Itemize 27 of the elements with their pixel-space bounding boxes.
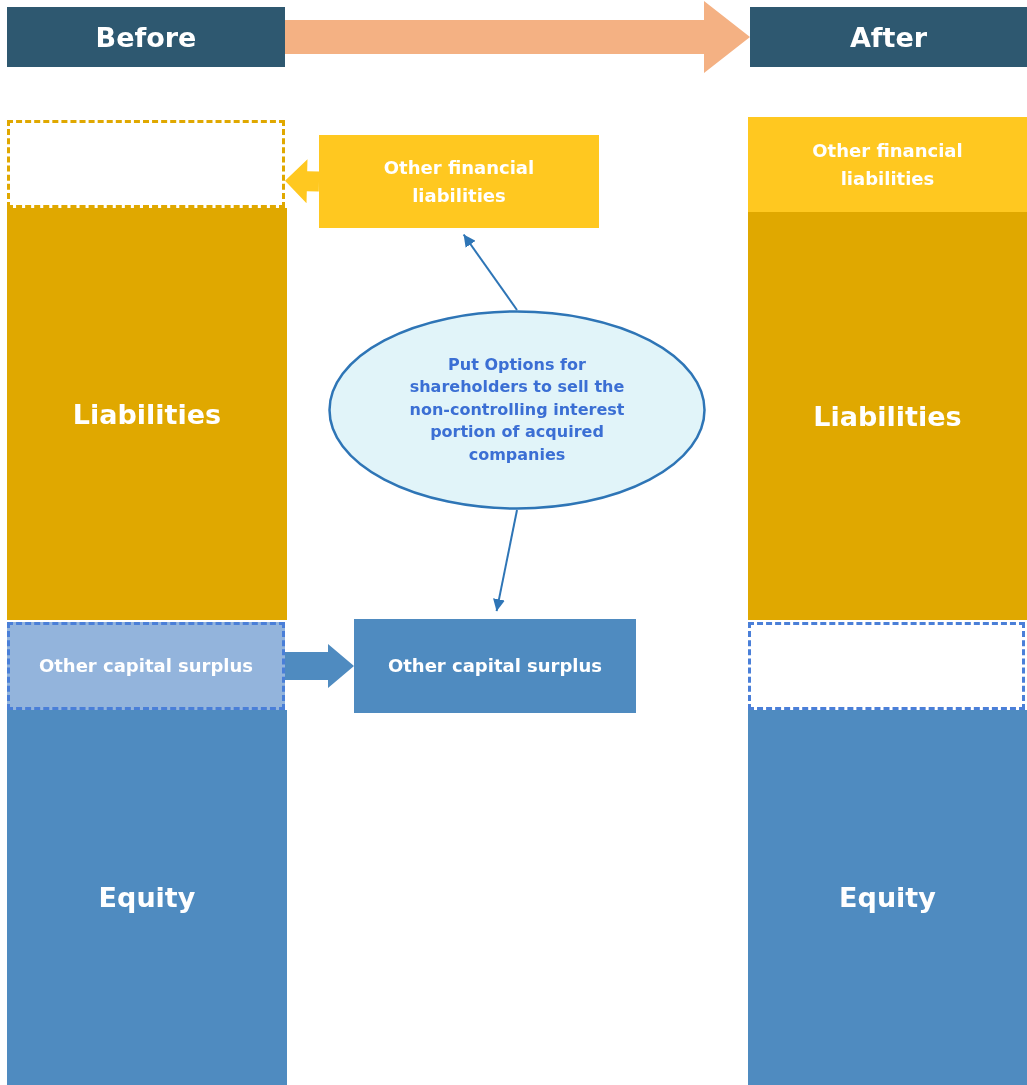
block-label: Liabilities — [72, 398, 222, 430]
arrow — [462, 233, 518, 311]
block-arrow — [285, 1, 750, 73]
block-label: Equity — [98, 882, 196, 913]
block-label: Other capital surplus — [37, 654, 255, 679]
header-text: After — [849, 21, 928, 53]
block-label: Equity — [839, 882, 936, 913]
block-arrow — [285, 644, 354, 688]
liability-block — [748, 117, 1027, 212]
block-label: Liabilities — [813, 400, 962, 432]
equity-block — [7, 710, 287, 1085]
header-text: Before — [95, 21, 197, 53]
equity-block — [748, 710, 1027, 1085]
surplus-block — [7, 622, 285, 710]
block-arrow — [285, 159, 320, 204]
callout-ellipse — [328, 310, 706, 510]
liability-box — [319, 135, 599, 228]
liabilities-block — [7, 208, 287, 620]
surplus-box — [354, 619, 636, 713]
block-label: Other financial liabilities — [382, 155, 536, 208]
callout-text: Put Options for shareholders to sell the non-controlling interest portion of acquired companies — [408, 354, 626, 466]
block-label: Other financial liabilities — [811, 138, 964, 191]
arrow — [493, 509, 518, 613]
header-box — [7, 7, 285, 67]
header-box — [750, 7, 1027, 67]
liabilities-block — [748, 212, 1027, 620]
block-label: Other capital surplus — [386, 654, 604, 679]
